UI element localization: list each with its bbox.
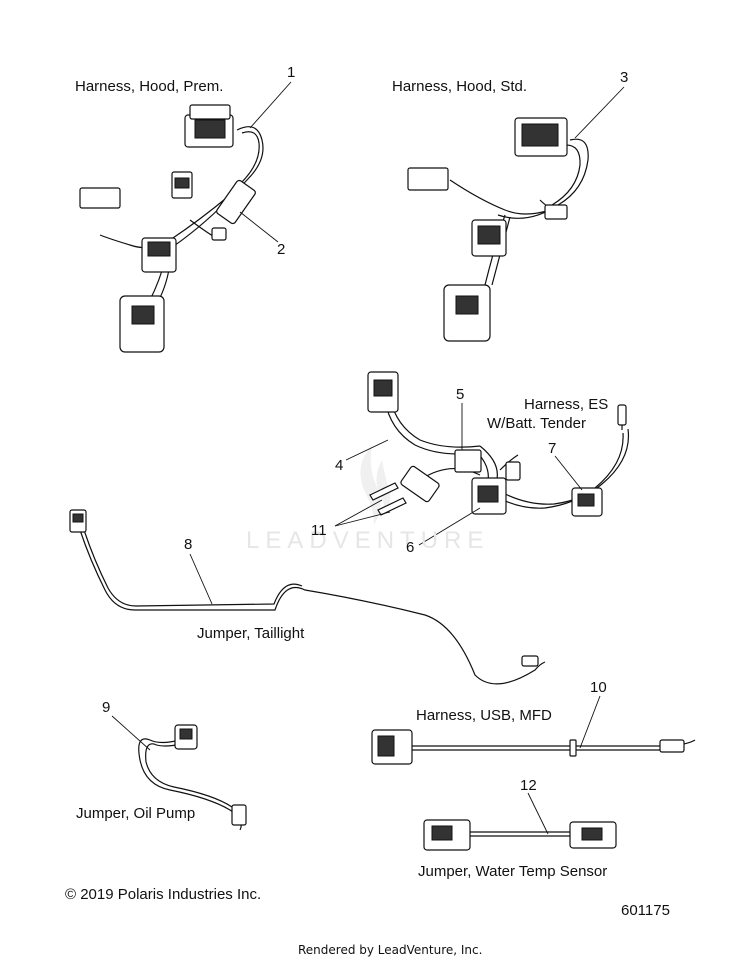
callout-9: 9	[102, 699, 111, 716]
leader-lines	[111, 81, 625, 835]
callout-8: 8	[184, 536, 193, 553]
rendered-by-text: Rendered by LeadVenture, Inc.	[298, 943, 483, 957]
jumper-oil-pump	[138, 724, 247, 831]
label-harness-es-line2: W/Batt. Tender	[487, 415, 586, 432]
watermark-text: LEADVENTURE	[246, 527, 490, 554]
label-harness-hood-std: Harness, Hood, Std.	[392, 78, 528, 95]
harness-usb-mfd	[371, 729, 696, 765]
harness-hood-std	[407, 117, 589, 342]
label-jumper-oil-pump: Jumper, Oil Pump	[76, 805, 196, 822]
callout-4: 4	[335, 457, 344, 474]
callout-5: 5	[456, 386, 465, 403]
jumper-taillight	[69, 509, 546, 685]
jumper-water-temp-sensor	[423, 819, 617, 851]
figure-number: 601175	[621, 902, 670, 919]
callout-12: 12	[520, 777, 537, 794]
callout-1: 1	[287, 64, 296, 81]
callout-7: 7	[548, 440, 557, 457]
label-harness-usb-mfd: Harness, USB, MFD	[416, 707, 552, 724]
label-jumper-water-temp: Jumper, Water Temp Sensor	[418, 863, 608, 880]
callout-2: 2	[277, 241, 286, 258]
harness-hood-prem	[79, 104, 264, 353]
label-jumper-taillight: Jumper, Taillight	[197, 625, 305, 642]
callout-11: 11	[311, 522, 327, 539]
label-harness-hood-prem: Harness, Hood, Prem.	[75, 78, 224, 95]
callout-6: 6	[406, 539, 415, 556]
label-harness-es-line1: Harness, ES	[524, 396, 609, 413]
copyright-text: © 2019 Polaris Industries Inc.	[65, 886, 262, 903]
harness-es-batt-tender	[367, 371, 630, 517]
callout-10: 10	[590, 679, 607, 696]
callout-3: 3	[620, 69, 629, 86]
